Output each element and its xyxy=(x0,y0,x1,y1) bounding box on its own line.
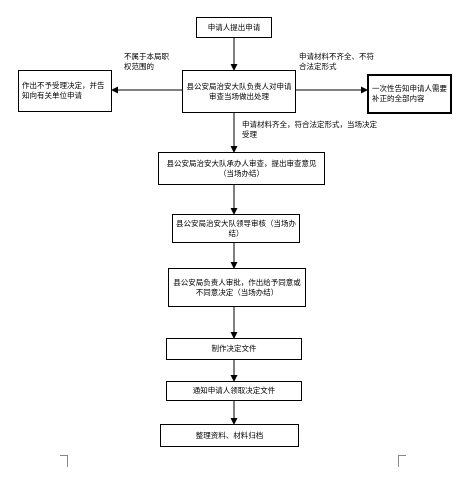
node-not-accept: 作出不予受理决定，并告知向有关单位申请 xyxy=(18,70,112,112)
node-review-accept: 县公安局治安大队负责人对申请审查当场做出处理 xyxy=(182,70,296,113)
edge-label-complete: 申请材料齐全，符合法定形式，当场决定受理 xyxy=(242,120,377,139)
node-leader-review: 县公安局治安大队领导审核（当场办结） xyxy=(172,214,300,243)
page-corner-mark-left xyxy=(60,455,68,467)
page-corner-mark-right xyxy=(398,455,406,467)
node-apply: 申请人提出申请 xyxy=(196,17,272,38)
node-supplement: 一次性告知申请人需要补正的全部内容 xyxy=(367,74,452,114)
node-notify: 通知申请人领取决定文件 xyxy=(166,381,302,401)
edge-label-not-in-scope: 不属于本局职权范围的 xyxy=(124,52,169,71)
node-make-doc: 制作决定文件 xyxy=(166,338,302,360)
edge-label-incomplete: 申请材料不齐全、不符合法定形式 xyxy=(299,52,374,71)
node-examine: 县公安局治安大队承办人审查，提出审查意见（当场办结） xyxy=(158,152,325,185)
node-archive: 整理资料、材料归档 xyxy=(160,424,299,447)
node-approve: 县公安局负责人审批，作出给予同意或不同意决定（当场办结） xyxy=(168,268,306,307)
